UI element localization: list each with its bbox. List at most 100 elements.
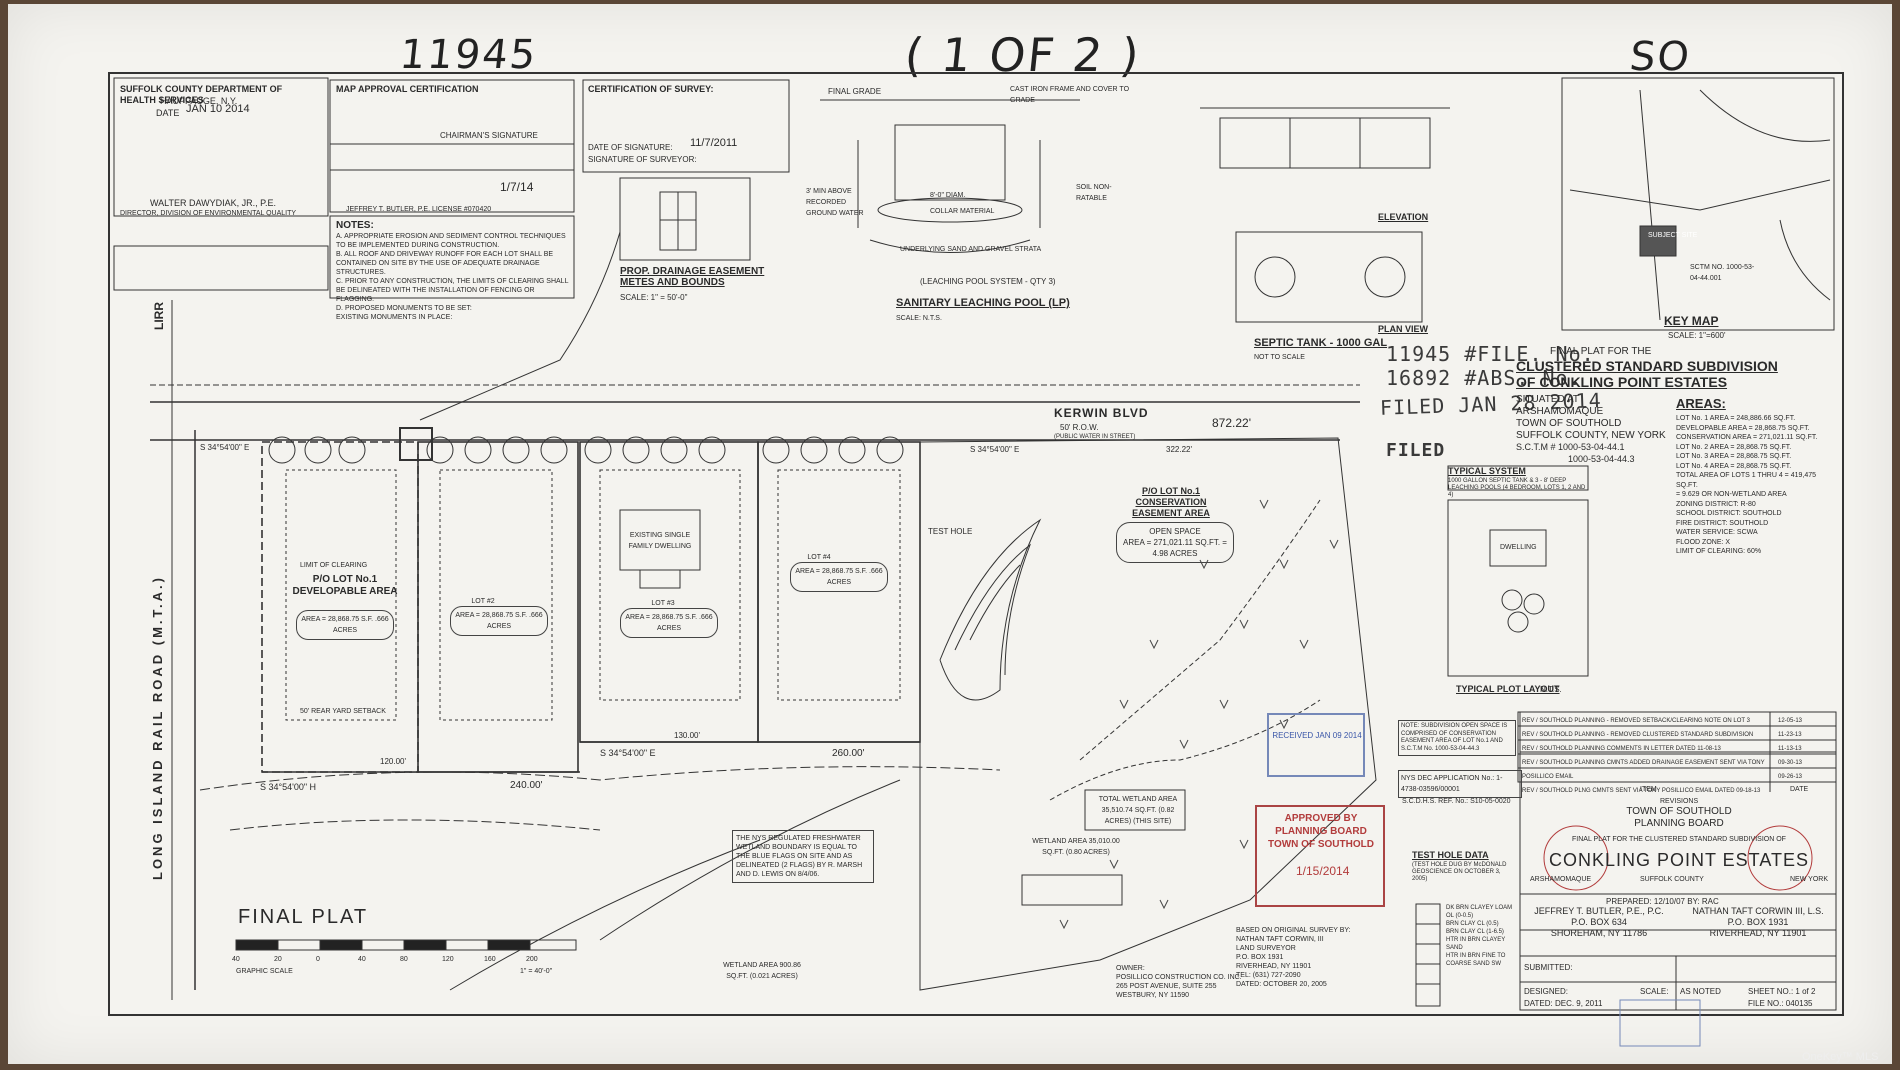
lot4-area: AREA = 28,868.75 S.F. .666 ACRES [790, 562, 888, 592]
strata-label: UNDERLYING SAND AND GRAVEL STRATA [900, 246, 1042, 253]
tb-scale: AS NOTED [1680, 987, 1721, 996]
subdivision-sctm2: 1000-53-04-44.3 [1568, 454, 1635, 464]
graphic-scale-label: GRAPHIC SCALE [236, 968, 293, 975]
bearing-south: S 34°54'00" H [260, 782, 317, 792]
lot1-area: AREA = 28,868.75 S.F. .666 ACRES [296, 610, 394, 640]
lot4-name: LOT #4 [807, 554, 831, 561]
road-width: 50' R.O.W. [1060, 423, 1099, 432]
dist-322: 322.22' [1166, 445, 1192, 454]
subdivision-sctm: S.C.T.M # 1000-53-04-44.1 [1516, 442, 1625, 452]
tb-file: FILE NO.: 040135 [1748, 999, 1813, 1008]
tb-name: CONKLING POINT ESTATES [1548, 850, 1810, 870]
lot3-area: AREA = 28,868.75 S.F. .666 ACRES [620, 608, 718, 638]
bearing-1: S 34°54'00" E [200, 443, 250, 452]
key-map-title: KEY MAP [1664, 314, 1719, 328]
road-length: 872.22' [1212, 416, 1251, 430]
approved-stamp: APPROVED BY PLANNING BOARD TOWN OF SOUTH… [1268, 813, 1374, 850]
received-stamp: RECEIVED JAN 09 2014 [1272, 731, 1362, 740]
typical-system-desc: 1000 GALLON SEPTIC TANK & 3 - 8' DEEP LE… [1448, 478, 1586, 498]
survey-signature-label: SIGNATURE OF SURVEYOR: [588, 155, 697, 164]
rear-yard-setback: 50' REAR YARD SETBACK [300, 708, 386, 715]
survey-cert-title: CERTIFICATION OF SURVEY: [588, 84, 714, 94]
scale-note: 1" = 40'-0" [520, 968, 553, 975]
test-hole-layers: DK BRN CLAYEY LOAM OL (0-0.5)BRN CLAY CL… [1446, 905, 1513, 967]
frame-cover-label: CAST IRON FRAME AND COVER TO GRADE [1010, 86, 1130, 104]
plat-border [108, 72, 1844, 1016]
dist-260: 260.00' [832, 748, 865, 759]
leaching-title: SANITARY LEACHING POOL (LP) [896, 297, 1070, 309]
typical-system-title: TYPICAL SYSTEM [1448, 466, 1526, 476]
existing-dwelling: EXISTING SINGLE FAMILY DWELLING [628, 532, 692, 550]
soil-label: SOIL NON-RATABLE [1076, 184, 1112, 202]
typical-dwelling: DWELLING [1500, 544, 1537, 551]
lot2-area: AREA = 28,868.75 S.F. .666 ACRES [450, 606, 548, 636]
total-wetland: TOTAL WETLAND AREA 35,510.74 SQ.FT. (0.8… [1098, 796, 1178, 825]
tb-county: SUFFOLK COUNTY [1640, 876, 1704, 883]
tb-submitted: SUBMITTED: [1524, 963, 1573, 972]
health-dept-director-title: DIRECTOR, DIVISION OF ENVIRONMENTAL QUAL… [120, 210, 297, 217]
diameter-label: 8'-0" DIAM. [930, 192, 966, 199]
lot1-sub: DEVELOPABLE AREA [292, 586, 398, 597]
nys-dec-ref: NYS DEC APPLICATION No.: 1-4738-03596/00… [1398, 770, 1522, 798]
revisions-date-header: DATE [1790, 786, 1809, 793]
approved-date: 1/15/2014 [1296, 864, 1350, 878]
test-hole-sub: (TEST HOLE DUG BY McDONALD GEOSCIENCE ON… [1412, 862, 1507, 882]
chairman-signature: CHAIRMAN'S SIGNATURE [440, 131, 538, 140]
lot2-name: LOT #2 [471, 598, 495, 605]
map-approval-engineer: JEFFREY T. BUTLER, P.E. LICENSE #070420 [346, 206, 492, 213]
survey-date: 11/7/2011 [690, 137, 738, 149]
tb-firm1: JEFFREY T. BUTLER, P.E., P.C.P.O. BOX 63… [1534, 906, 1664, 938]
filed-stamp: FILED [1386, 440, 1446, 461]
drainage-scale: SCALE: 1" = 50'-0" [620, 293, 688, 302]
tb-scale-label: SCALE: [1640, 987, 1669, 996]
septic-title: SEPTIC TANK - 1000 GAL [1254, 337, 1388, 349]
lot1-name: P/O LOT No.1 [312, 574, 378, 585]
subdivision-town: TOWN OF SOUTHOLD [1516, 418, 1622, 429]
health-dept-director: WALTER DAWYDIAK, JR., P.E. [150, 198, 277, 208]
tb-prepared: PREPARED: 12/10/07 BY: RAC [1606, 897, 1719, 906]
health-dept-city: HAUPPAUGE, N.Y. [160, 96, 238, 106]
key-map-sctm: SCTM NO. 1000-53-04-44.001 [1690, 264, 1755, 282]
bearing-lot3: S 34°54'00" E [600, 748, 656, 758]
wetland-area-2: WETLAND AREA 900.86 SQ.FT. (0.021 ACRES) [723, 962, 801, 980]
health-dept-date-label: DATE [156, 108, 180, 118]
conservation-title: P/O LOT No.1 CONSERVATION EASEMENT AREA [1132, 486, 1210, 518]
map-approval-title: MAP APPROVAL CERTIFICATION [336, 84, 479, 94]
limit-of-clearing: LIMIT OF CLEARING [300, 562, 368, 569]
tb-designed: DESIGNED: [1524, 987, 1569, 996]
tb-final: FINAL PLAT FOR THE CLUSTERED STANDARD SU… [1572, 836, 1786, 843]
test-hole-label: TEST HOLE [928, 527, 973, 536]
notes-title: NOTES: [336, 220, 374, 231]
notes-body: A. APPROPRIATE EROSION AND SEDIMENT CONT… [336, 233, 569, 321]
drainage-title: PROP. DRAINAGE EASEMENT METES AND BOUNDS [620, 266, 765, 288]
test-hole-title: TEST HOLE DATA [1412, 850, 1489, 860]
septic-scale: NOT TO SCALE [1254, 354, 1305, 361]
subdivision-line1: FINAL PLAT FOR THE [1550, 346, 1652, 357]
leaching-scale: SCALE: N.T.S. [896, 315, 942, 322]
scdhs-ref: S.C.D.H.S. REF. No.: S10-05-0020 [1402, 798, 1511, 805]
revisions-item-header: ITEM [1640, 786, 1657, 793]
subdivision-place: ARSHAMOMAQUE [1516, 406, 1604, 417]
leaching-system: (LEACHING POOL SYSTEM - QTY 3) [920, 277, 1056, 286]
collar-label: COLLAR MATERIAL [930, 208, 995, 215]
tb-dated: DATED: DEC. 9, 2011 [1524, 999, 1603, 1008]
final-plat-label: FINAL PLAT [238, 906, 369, 928]
tb-town: TOWN OF SOUTHOLD [1626, 806, 1732, 817]
subdivision-subtitle: OF CONKLING POINT ESTATES [1516, 374, 1728, 390]
survey-date-label: DATE OF SIGNATURE: [588, 143, 673, 152]
railroad-label: LONG ISLAND RAIL ROAD (M.T.A.) [150, 575, 165, 880]
dist-120: 120.00' [380, 757, 406, 766]
file-number-stamp: 11945 #FILE. No. [1386, 342, 1595, 366]
revisions-title: REVISIONS [1660, 798, 1699, 805]
septic-elevation: ELEVATION [1378, 212, 1429, 222]
key-map-subject: SUBJECT SITE [1648, 232, 1698, 239]
owner-block: OWNER:POSILLICO CONSTRUCTION CO. INC.265… [1116, 965, 1242, 999]
health-dept-date: JAN 10 2014 [186, 103, 250, 115]
subdivision-title: CLUSTERED STANDARD SUBDIVISION [1516, 358, 1778, 374]
road-note: (PUBLIC WATER IN STREET) [1054, 434, 1136, 440]
typical-plot-scale: N.T.S. [1540, 685, 1562, 694]
road-name: KERWIN BLVD [1054, 406, 1149, 420]
typical-plot-title: TYPICAL PLOT LAYOUT [1456, 684, 1560, 694]
